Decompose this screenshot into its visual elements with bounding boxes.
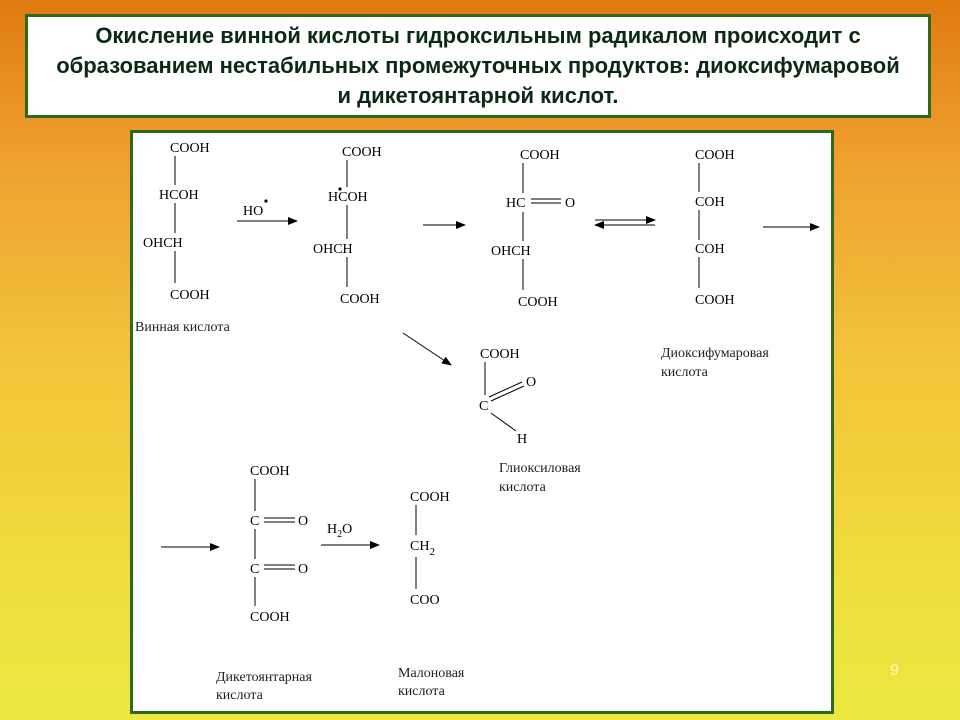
glyoxylic-label-2: кислота (499, 480, 547, 495)
radical-dot (264, 199, 268, 203)
tartaric-acid-structure: COOH HCOH OHCH COOH Винная кислота (135, 141, 231, 335)
glyoxylic-row-1: COOH (480, 347, 520, 362)
radical-dot (338, 187, 342, 191)
reagent-ho: HO (243, 204, 263, 219)
malonic-row-1: COOH (410, 490, 450, 505)
bond-line (490, 412, 517, 432)
keto-row-3: OHCH (491, 244, 531, 259)
dioxyfumaric-row-3: COH (695, 242, 725, 257)
dioxyfumaric-row-2: COH (695, 195, 725, 210)
radical-row-1: COOH (342, 145, 382, 160)
reaction-diagram: COOH HCOH OHCH COOH Винная кислота HO CO… (130, 130, 834, 714)
title-box: Окисление винной кислоты гидроксильным р… (25, 14, 931, 118)
malonic-row-2: CH2 (410, 539, 435, 558)
dioxyfumaric-row-1: COOH (695, 148, 735, 163)
glyoxylic-oxygen: O (526, 375, 536, 390)
tartaric-row-3: OHCH (143, 236, 183, 251)
radical-row-4: COOH (340, 292, 380, 307)
diketosuccinic-o1: O (298, 514, 308, 529)
dioxyfumaric-acid-structure: COOH COH COH COOH Диоксифумаровая кислот… (661, 148, 769, 380)
tartaric-row-4: COOH (170, 288, 210, 303)
tartaric-label: Винная кислота (135, 320, 231, 335)
page-number: 9 (890, 662, 899, 679)
tartaric-row-1: COOH (170, 141, 210, 156)
glyoxylic-hydrogen: H (517, 432, 527, 447)
diketosuccinic-c1: C (250, 514, 259, 529)
water-subscript: 2 (337, 529, 342, 540)
dioxyfumaric-label-2: кислота (661, 365, 709, 380)
water-o: O (342, 522, 352, 537)
dioxyfumaric-label-1: Диоксифумаровая (661, 346, 769, 361)
keto-row-4: COOH (518, 295, 558, 310)
diketosuccinic-acid-structure: COOH C O C O COOH Дикетоянтарная кислота (216, 464, 313, 703)
glyoxylic-label-1: Глиоксиловая (499, 461, 581, 476)
diketosuccinic-label-2: кислота (216, 688, 264, 703)
reagent-water: H2O (327, 522, 352, 540)
malonic-row-3: COO (410, 593, 440, 608)
slide-title: Окисление винной кислоты гидроксильным р… (56, 23, 900, 108)
arrow-to-glyoxylic (402, 332, 452, 366)
keto-oxygen: O (565, 196, 575, 211)
radical-row-3: OHCH (313, 242, 353, 257)
malonic-label-1: Малоновая (398, 666, 465, 681)
keto-row-1: COOH (520, 148, 560, 163)
malonic-ch: CH (410, 539, 429, 554)
malonic-subscript: 2 (429, 546, 435, 558)
diketosuccinic-c2: C (250, 562, 259, 577)
reaction-scheme: COOH HCOH OHCH COOH Винная кислота HO CO… (135, 141, 820, 703)
malonic-acid-structure: COOH CH2 COO Малоновая кислота (398, 490, 465, 699)
glyoxylic-carbon: C (479, 399, 488, 414)
water-h: H (327, 522, 337, 537)
radical-row-2: HCOH (328, 190, 368, 205)
keto-row-2: HC (506, 196, 525, 211)
diketosuccinic-label-1: Дикетоянтарная (216, 670, 313, 685)
diketosuccinic-row-4: COOH (250, 610, 290, 625)
malonic-label-2: кислота (398, 684, 446, 699)
tartaric-row-2: HCOH (159, 188, 199, 203)
diketosuccinic-o2: O (298, 562, 308, 577)
radical-intermediate-structure: COOH HCOH OHCH COOH (313, 145, 382, 307)
double-bond (488, 381, 523, 398)
double-bond (490, 385, 525, 402)
dioxyfumaric-row-4: COOH (695, 293, 735, 308)
glyoxylic-acid-structure: COOH C O H Глиоксиловая кислота (479, 347, 581, 495)
keto-intermediate-structure: COOH HC O OHCH COOH (491, 148, 575, 310)
diketosuccinic-row-1: COOH (250, 464, 290, 479)
